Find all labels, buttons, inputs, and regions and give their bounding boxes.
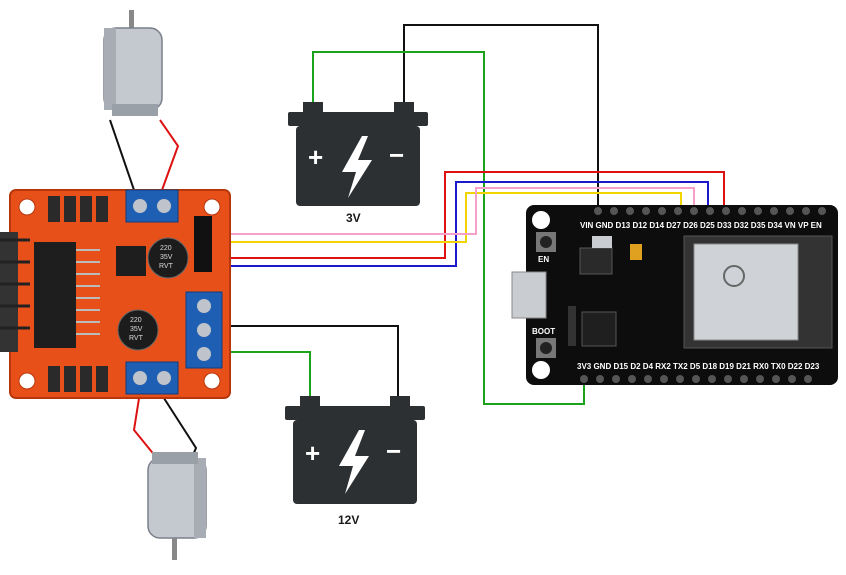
- wire-signal-blue: [213, 181, 709, 267]
- wire-motor-bottom-red: [132, 391, 161, 463]
- capacitor-top-line-1: 220: [160, 245, 172, 252]
- wire-12v-positive: [222, 351, 311, 400]
- usb-port: [511, 271, 547, 319]
- battery-12v: + − 12V: [285, 396, 425, 527]
- wifi-module: [683, 235, 833, 349]
- motor-top: [103, 10, 163, 116]
- motor-driver-board: 220 35V RVT 220 35V RVT: [0, 189, 231, 399]
- battery-3v-bolt-icon: [342, 136, 372, 198]
- esp32-board: VIN GND D13 D12 D14 D27 D26 D25 D33 D32 …: [511, 205, 838, 385]
- wire-signal-yellow: [213, 192, 682, 243]
- battery-3v-minus-icon: −: [389, 140, 404, 170]
- wire-3v-positive-to-esp-3v3: [312, 51, 585, 405]
- capacitor-bottom-line-3: RVT: [129, 335, 144, 342]
- battery-12v-bolt-icon: [339, 430, 369, 494]
- battery-3v-plus-icon: +: [308, 142, 323, 172]
- en-button-label: EN: [538, 255, 549, 264]
- wire-motor-top-red: [159, 119, 180, 191]
- wire-motor-top-black: [109, 119, 135, 191]
- battery-12v-minus-icon: −: [386, 436, 401, 466]
- boot-button-label: BOOT: [532, 327, 555, 336]
- capacitor-top: 220 35V RVT: [147, 237, 189, 279]
- wire-3v-negative-to-esp-gnd: [403, 24, 599, 210]
- esp32-bottom-pin-labels: 3V3 GND D15 D2 D4 RX2 TX2 D5 D18 D19 D21…: [577, 362, 820, 371]
- terminal-motor-b: [125, 361, 179, 395]
- battery-3v-label: 3V: [346, 211, 361, 225]
- capacitor-top-line-2: 35V: [160, 254, 173, 261]
- battery-3v: + − 3V: [288, 102, 428, 225]
- terminal-motor-a: [125, 189, 179, 223]
- capacitor-top-line-3: RVT: [159, 263, 174, 270]
- boot-button: BOOT: [532, 327, 556, 358]
- wire-12v-negative: [222, 325, 399, 400]
- terminal-power: [185, 291, 223, 369]
- input-header: [194, 216, 212, 272]
- esp32-top-pin-labels: VIN GND D13 D12 D14 D27 D26 D25 D33 D32 …: [580, 221, 822, 230]
- wire-motor-bottom-black: [159, 391, 198, 463]
- capacitor-bottom-line-1: 220: [130, 317, 142, 324]
- wire-signal-red: [213, 171, 725, 259]
- wire-signal-pink: [213, 187, 695, 235]
- battery-12v-label: 12V: [338, 513, 359, 527]
- capacitor-bottom: 220 35V RVT: [117, 309, 159, 351]
- battery-12v-plus-icon: +: [305, 438, 320, 468]
- wires: [109, 24, 725, 463]
- capacitor-bottom-line-2: 35V: [130, 326, 143, 333]
- motor-bottom: [147, 452, 207, 560]
- en-button: EN: [536, 232, 556, 264]
